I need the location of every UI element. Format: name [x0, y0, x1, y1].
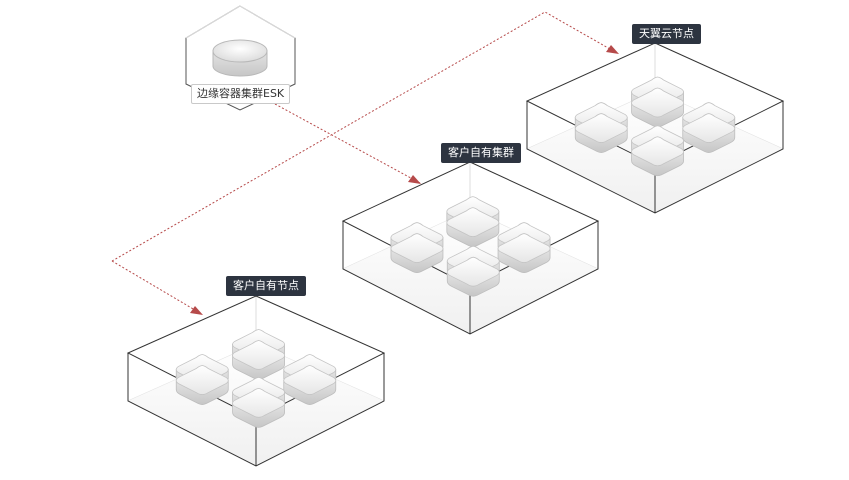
zone-label-customer-cluster: 客户自有集群: [441, 143, 521, 163]
platform-tianyi-cloud-node: [525, 42, 785, 214]
server-icon: [390, 222, 444, 273]
server-icon: [631, 125, 684, 177]
server-icon: [175, 354, 229, 405]
server-icon: [446, 196, 500, 248]
connectors: [111, 11, 619, 315]
arrowhead-cloud-node: [606, 45, 619, 54]
server-icon: [446, 245, 500, 297]
server-icon: [682, 102, 736, 153]
database-icon: [212, 39, 268, 77]
server-icon: [574, 102, 628, 153]
platform-customer-cluster: [341, 161, 600, 335]
zone-label-tianyi-cloud-node: 天翼云节点: [632, 24, 701, 44]
esk-hexagon-inner-top: [185, 5, 296, 39]
arrowhead-cluster: [408, 175, 421, 184]
zone-label-customer-node: 客户自有节点: [226, 276, 306, 296]
esk-label: 边缘容器集群ESK: [191, 84, 291, 104]
server-icon: [232, 376, 285, 428]
server-icon: [232, 329, 285, 380]
server-icon: [631, 76, 684, 128]
connector-esk-to-cluster: [274, 103, 421, 184]
arrowhead-customer-node: [190, 306, 203, 315]
platform-customer-node: [126, 295, 386, 467]
server-icon: [497, 222, 551, 273]
connector-to-customer-node: [111, 260, 201, 314]
server-icon: [283, 354, 337, 405]
